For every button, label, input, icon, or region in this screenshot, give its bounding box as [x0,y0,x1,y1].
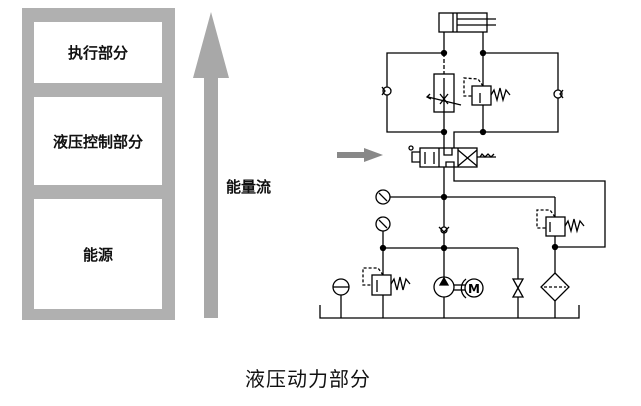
check-valve-right-icon [553,89,564,99]
check-valve-main-icon [438,226,450,234]
block-control: 液压控制部分 [34,97,162,185]
hydraulic-cylinder-icon [438,12,496,33]
electric-motor-icon: M [460,278,484,299]
check-valve-left-icon [381,86,392,96]
energy-flow-label: 能量流 [226,178,272,196]
filter-icon [540,272,570,302]
caption: 液压动力部分 [245,367,371,391]
accumulator-icon [332,278,350,296]
relief-valve-right-icon [536,197,585,237]
energy-flow-arrow [193,12,229,318]
block-actuator: 执行部分 [34,22,162,83]
block-actuator-label: 执行部分 [67,44,128,62]
pressure-gauge-2-icon [375,216,391,232]
tank-line-icon [319,305,580,319]
motor-label: M [468,282,480,296]
shutoff-valve-icon [511,248,525,318]
throttle-valve-icon [425,53,462,132]
block-control-label: 液压控制部分 [52,132,143,151]
directional-valve-icon [408,145,496,168]
block-power-source: 能源 [34,199,162,309]
relief-valve-left-icon [362,267,411,296]
hydraulic-pump-icon [433,276,455,298]
pressure-gauge-1-icon [375,189,391,205]
input-arrow [337,148,383,162]
block-power-source-label: 能源 [82,245,113,264]
pressure-valve-upper-icon [463,77,511,106]
